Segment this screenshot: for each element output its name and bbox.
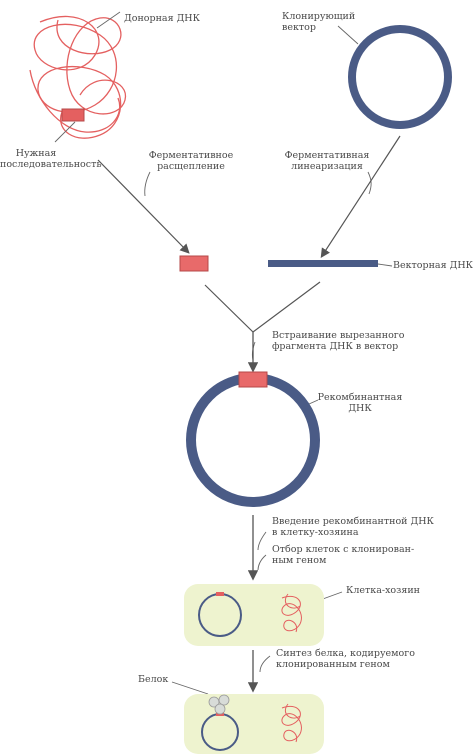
- inserted-fragment: [238, 371, 268, 388]
- label-cloning-vector: Клонирующий вектор: [282, 11, 356, 33]
- donor-dna-tangle: [29, 15, 127, 139]
- label-enzymatic-cleavage: Ферментативное расщепление: [148, 150, 234, 172]
- label-protein-synthesis: Синтез белка, кодируемого клонированным …: [276, 648, 415, 670]
- host-cell-chromosome: [281, 593, 302, 633]
- recombinant-dna-ring: [186, 373, 320, 507]
- label-protein: Белок: [138, 674, 169, 685]
- arrow-to-fragment: [97, 159, 190, 254]
- excised-fragment: [179, 255, 209, 272]
- label-vector-dna: Векторная ДНК: [393, 260, 473, 271]
- host-cell: [184, 584, 324, 646]
- label-donor-dna: Донорная ДНК: [124, 13, 200, 24]
- label-introduction: Введение рекомбинантной ДНК в клетку-хоз…: [272, 516, 434, 538]
- host-cell-plasmid-insert: [216, 592, 224, 596]
- label-selection: Отбор клеток с клонирован- ным геном: [272, 544, 415, 566]
- label-insertion: Встраивание вырезанного фрагмента ДНК в …: [272, 330, 405, 352]
- label-recombinant-dna: Рекомбинантная ДНК: [317, 392, 403, 414]
- protein-cell-chromosome: [281, 703, 302, 743]
- label-needed-sequence: Нужная последовательность: [0, 148, 102, 170]
- protein-icon: [208, 694, 230, 715]
- linear-vector-dna: [268, 260, 378, 267]
- needed-sequence-marker: [61, 108, 85, 122]
- label-enzymatic-linearization: Ферментативная линеаризация: [284, 150, 370, 172]
- arrow-to-linear-vector: [320, 135, 401, 259]
- label-host-cell: Клетка-хозяин: [346, 585, 420, 596]
- converging-lines: [204, 281, 321, 333]
- cloning-vector-ring: [348, 25, 452, 129]
